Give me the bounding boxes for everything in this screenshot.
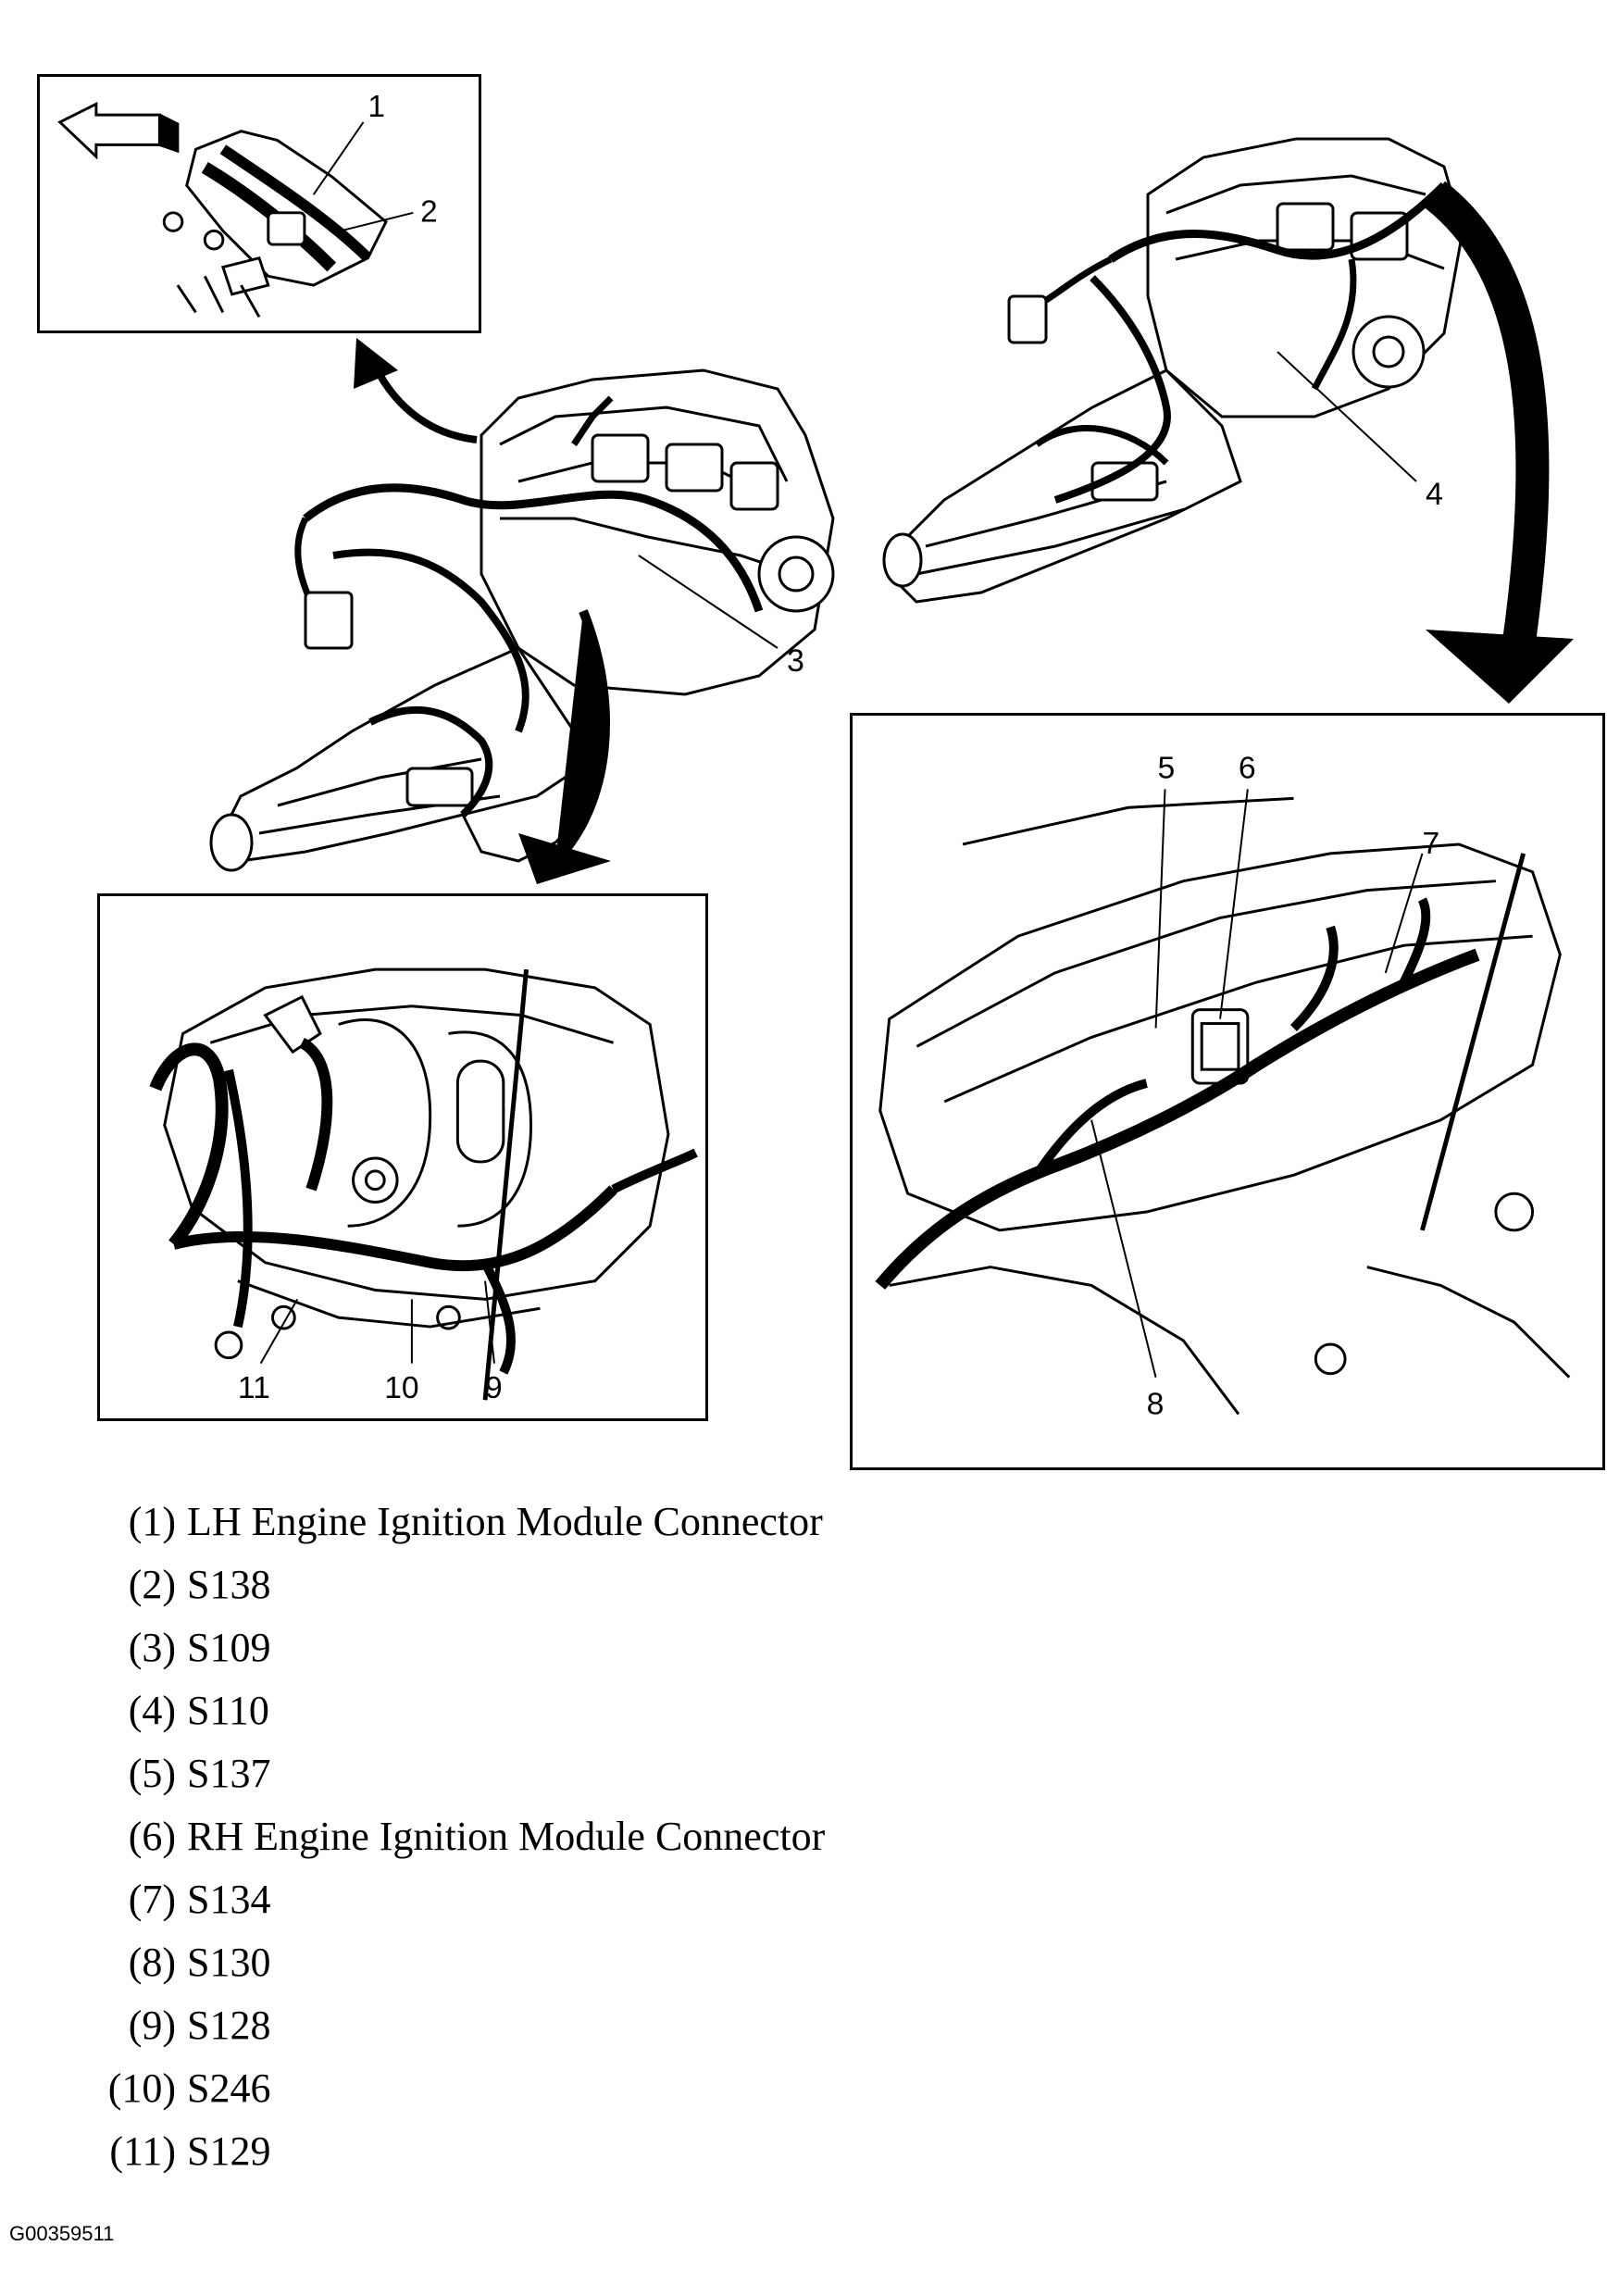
arrow-to-top-left-inset (354, 338, 478, 443)
legend-item-number: (7) (128, 1877, 176, 1922)
ignition-harness (875, 897, 1480, 1290)
legend-item-text: LH Engine Ignition Module Connector (187, 1499, 823, 1544)
legend-item-text: S129 (187, 2128, 271, 2174)
legend-item-number: (8) (128, 1940, 176, 1985)
legend-item: (3)S109 (93, 1616, 825, 1679)
legend-item: (10)S246 (93, 2057, 825, 2120)
arrow-to-right-inset (1424, 181, 1574, 704)
inset-bottom-left-drawing: 11 10 9 (149, 967, 698, 1405)
legend-item-text: S134 (187, 1877, 271, 1922)
wiring-harness (149, 1038, 698, 1375)
callout-11: 11 (238, 1371, 270, 1405)
legend-item-number: (9) (128, 2003, 176, 2048)
forward-arrow-icon (57, 101, 180, 160)
legend-item-text: S137 (187, 1751, 271, 1796)
callout-10: 10 (384, 1371, 418, 1405)
intake-manifold (163, 967, 670, 1360)
legend-item-number: (3) (128, 1625, 176, 1670)
callout-8: 8 (1147, 1386, 1165, 1421)
legend-item-number: (4) (128, 1688, 176, 1733)
arrow-to-bottom-left-inset (518, 609, 611, 884)
connector-bracket (162, 130, 388, 318)
fuel-rail-cover (878, 796, 1571, 1416)
inset-top-left-drawing: 1 2 (57, 90, 438, 318)
legend-item: (2)S138 (93, 1554, 825, 1616)
callout-6: 6 (1239, 751, 1256, 786)
legend-item-text: S130 (187, 1940, 271, 1985)
legend-item: (6)RH Engine Ignition Module Connector (93, 1805, 826, 1868)
legend-item-number: (2) (128, 1562, 176, 1607)
legend-item-number: (10) (107, 2065, 176, 2111)
legend-item-text: S138 (187, 1562, 271, 1607)
left-engine-assembly (209, 368, 835, 872)
inset-bottom-left: 11 10 9 (97, 893, 708, 1421)
legend-item: (11)S129 (93, 2120, 825, 2183)
callout-9: 9 (485, 1371, 503, 1405)
inset-right-drawing: 5 6 7 8 (875, 751, 1571, 1421)
figure-id: G00359511 (9, 2222, 115, 2245)
legend-item: (1)LH Engine Ignition Module Connector (93, 1491, 825, 1554)
legend-item: (8)S130 (93, 1931, 825, 1994)
legend-list: (1)LH Engine Ignition Module Connector (… (93, 1491, 826, 2183)
right-engine-assembly (882, 137, 1464, 604)
legend-item-text: S109 (187, 1625, 271, 1670)
callout-7: 7 (1422, 826, 1439, 861)
legend-item-number: (5) (128, 1751, 176, 1796)
legend-item-text: S110 (187, 1688, 269, 1733)
legend-item-number: (6) (128, 1814, 176, 1859)
inset-top-left: 1 2 (37, 74, 481, 333)
legend-item-number: (1) (128, 1499, 176, 1544)
legend-item-number: (11) (109, 2128, 176, 2174)
legend-item: (9)S128 (93, 1994, 825, 2057)
legend-item-text: S246 (187, 2065, 271, 2111)
inset-right: 5 6 7 8 (850, 713, 1605, 1470)
callout-1: 1 (367, 90, 385, 124)
callout-5: 5 (1158, 751, 1176, 786)
legend-item-text: RH Engine Ignition Module Connector (187, 1814, 826, 1859)
legend-item: (4)S110 (93, 1679, 825, 1742)
legend-item: (5)S137 (93, 1742, 825, 1805)
legend-item-text: S128 (187, 2003, 271, 2048)
legend-item: (7)S134 (93, 1868, 825, 1931)
callout-2: 2 (420, 195, 438, 230)
